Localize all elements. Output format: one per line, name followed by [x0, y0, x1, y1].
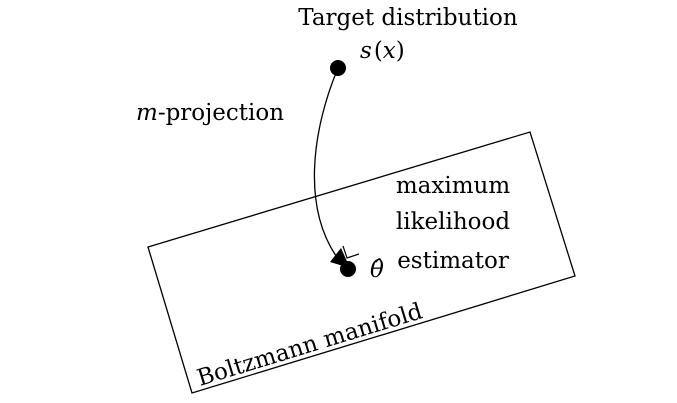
estimator-point	[340, 261, 356, 277]
projection-label: m-projection	[136, 100, 284, 126]
right-angle-marker	[342, 245, 360, 259]
projection-curve	[313, 67, 343, 265]
estimator-symbol: θ̂	[370, 257, 384, 283]
estimator-label-line-1: maximum	[396, 173, 510, 199]
target-symbol: s(x)	[360, 38, 405, 64]
manifold-label: Boltzmann manifold	[194, 298, 426, 391]
target-title: Target distribution	[298, 5, 518, 31]
target-point	[330, 60, 346, 76]
estimator-label-line-2: likelihood	[396, 209, 510, 235]
manifold-rectangle	[147, 131, 576, 394]
estimator-label-line-3: estimator	[397, 248, 509, 274]
